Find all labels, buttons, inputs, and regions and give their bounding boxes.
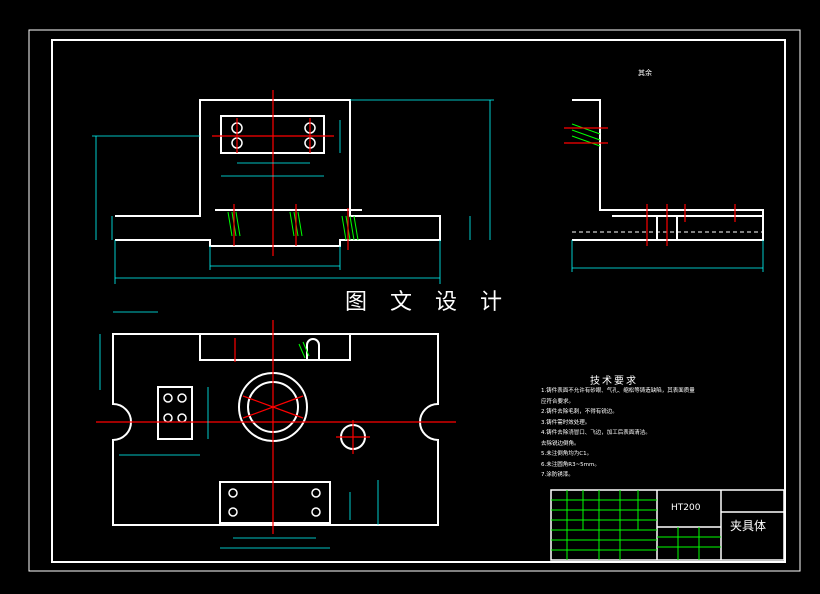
tech-requirement-line: 去除锐边倒角。	[541, 440, 580, 447]
tech-requirement-line: 6.未注圆角R3~5mm。	[541, 461, 600, 468]
tech-requirement-line: 5.未注倒角均为C1。	[541, 451, 593, 457]
side-view-centerlines	[564, 127, 736, 246]
top-view-holes	[163, 393, 321, 517]
tech-requirement-line: 7.涂防锈漆。	[541, 472, 574, 478]
watermark-text: 图 文 设 计	[345, 290, 510, 315]
outer-frame	[28, 29, 801, 572]
tech-requirement-line: 2.铸件去除毛刺，不得有锐边。	[541, 409, 618, 415]
title-block-material: HT200	[671, 503, 701, 513]
title-block-grid	[551, 490, 721, 560]
inner-frame	[51, 39, 786, 563]
front-view-centerlines	[212, 90, 349, 256]
top-view-hatch	[298, 341, 310, 359]
tech-requirement-line: 应符合要求。	[541, 398, 575, 405]
side-view-hatch	[571, 123, 601, 147]
side-view-dimensions	[571, 240, 764, 272]
side-view	[572, 99, 764, 241]
tech-requirements-title: 技术要求	[590, 376, 638, 387]
tech-requirement-line: 4.铸件去除浇冒口、飞边，加工后表面清洁。	[541, 430, 651, 436]
top-view-centerlines	[96, 320, 456, 534]
front-view-hatch	[227, 211, 359, 241]
tech-requirement-line: 3.铸件需时效处理。	[541, 419, 591, 426]
title-block-part-name: 夹具体	[730, 519, 767, 533]
top-view-dimensions	[99, 311, 379, 549]
top-view	[112, 333, 439, 526]
surface-roughness-note: 其余	[638, 69, 652, 77]
title-block	[550, 489, 785, 561]
front-view	[115, 99, 441, 247]
tech-requirements-list: 1.铸件表面不允许有砂眼、气孔、缩松等铸造缺陷，其表面质量 应符合要求。 2.铸…	[541, 386, 731, 481]
front-view-dimensions	[92, 99, 494, 284]
tech-requirement-line: 1.铸件表面不允许有砂眼、气孔、缩松等铸造缺陷，其表面质量	[541, 388, 695, 394]
